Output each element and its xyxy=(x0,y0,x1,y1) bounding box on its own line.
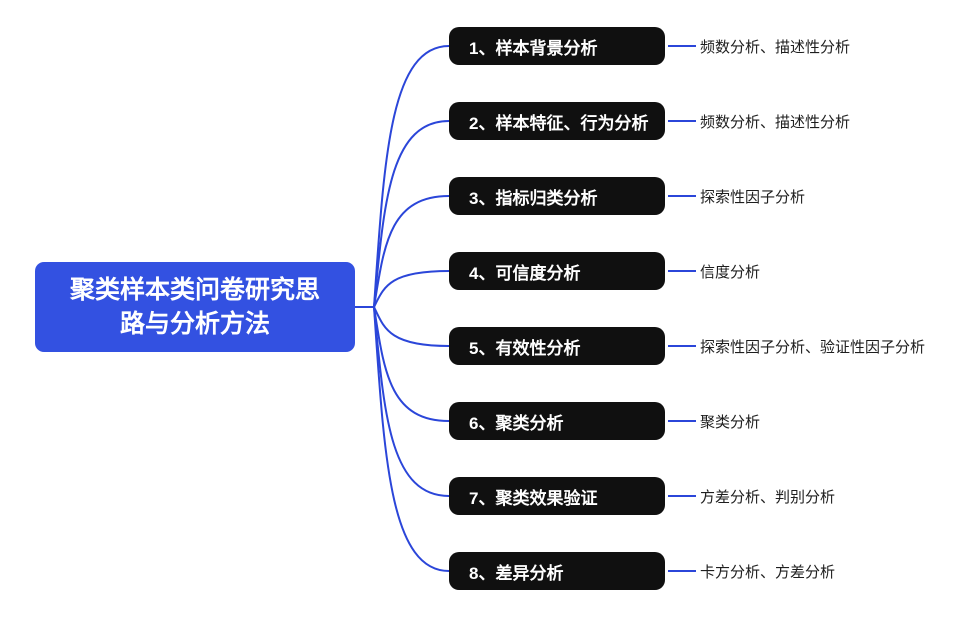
branch-node-label: 6、聚类分析 xyxy=(469,413,564,433)
root-node-label: 聚类样本类问卷研究思路与分析方法 xyxy=(69,275,320,339)
connector-branch-4 xyxy=(373,270,450,308)
connector-branch-8 xyxy=(373,306,450,572)
branch-node-label: 4、可信度分析 xyxy=(469,263,581,283)
root-node[interactable]: 聚类样本类问卷研究思路与分析方法 xyxy=(35,262,355,352)
branch-node-label: 1、样本背景分析 xyxy=(469,38,598,58)
branch-node-8[interactable]: 8、差异分析 xyxy=(449,552,665,590)
connector-branch-3 xyxy=(373,195,450,308)
method-node-label: 探索性因子分析、验证性因子分析 xyxy=(700,338,926,356)
branch-node-5[interactable]: 5、有效性分析 xyxy=(449,327,665,365)
connector-branch-5 xyxy=(373,306,450,347)
method-node-label: 探索性因子分析 xyxy=(700,188,806,206)
branch-node-3[interactable]: 3、指标归类分析 xyxy=(449,177,665,215)
method-node-label: 聚类分析 xyxy=(700,413,761,431)
branch-node-label: 5、有效性分析 xyxy=(469,338,581,358)
method-node-label: 频数分析、描述性分析 xyxy=(700,113,851,131)
branch-node-label: 8、差异分析 xyxy=(469,563,564,583)
method-node-8[interactable]: 卡方分析、方差分析 xyxy=(700,552,835,590)
branch-node-4[interactable]: 4、可信度分析 xyxy=(449,252,665,290)
method-node-label: 信度分析 xyxy=(700,263,761,281)
branch-node-2[interactable]: 2、样本特征、行为分析 xyxy=(449,102,665,140)
method-node-6[interactable]: 聚类分析 xyxy=(700,402,760,440)
method-node-label: 卡方分析、方差分析 xyxy=(700,563,836,581)
method-node-7[interactable]: 方差分析、判别分析 xyxy=(700,477,835,515)
branch-node-1[interactable]: 1、样本背景分析 xyxy=(449,27,665,65)
branch-node-6[interactable]: 6、聚类分析 xyxy=(449,402,665,440)
branch-node-7[interactable]: 7、聚类效果验证 xyxy=(449,477,665,515)
connector-branch-1 xyxy=(373,45,450,308)
connector-branch-6 xyxy=(373,306,450,422)
branch-node-label: 3、指标归类分析 xyxy=(469,188,598,208)
connector-branch-7 xyxy=(373,306,450,497)
method-node-2[interactable]: 频数分析、描述性分析 xyxy=(700,102,850,140)
branch-node-label: 7、聚类效果验证 xyxy=(469,488,598,508)
method-node-label: 频数分析、描述性分析 xyxy=(700,38,851,56)
method-node-5[interactable]: 探索性因子分析、验证性因子分析 xyxy=(700,327,925,365)
connector-branch-2 xyxy=(373,120,450,308)
method-node-1[interactable]: 频数分析、描述性分析 xyxy=(700,27,850,65)
method-node-label: 方差分析、判别分析 xyxy=(700,488,836,506)
method-node-3[interactable]: 探索性因子分析 xyxy=(700,177,805,215)
branch-node-label: 2、样本特征、行为分析 xyxy=(469,113,649,133)
method-node-4[interactable]: 信度分析 xyxy=(700,252,760,290)
